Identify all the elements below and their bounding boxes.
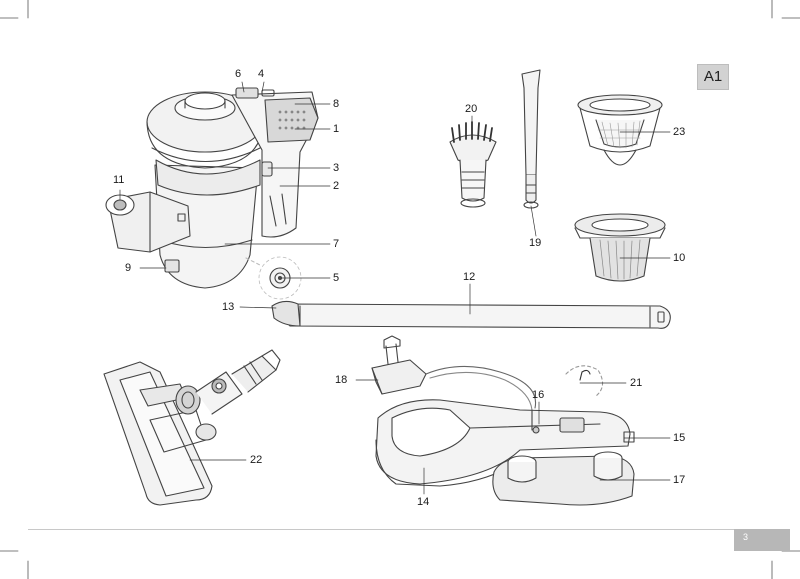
charging-base-drawing <box>371 335 635 506</box>
callout-6: 6 <box>235 68 242 80</box>
extension-tube-drawing <box>271 300 671 329</box>
callout-8: 8 <box>333 98 340 110</box>
callout-12: 12 <box>463 271 476 283</box>
filter-23-drawing <box>577 94 663 166</box>
callout-1: 1 <box>333 123 340 135</box>
callout-9: 9 <box>125 262 132 274</box>
callout-10: 10 <box>673 252 686 264</box>
callout-21: 21 <box>630 377 643 389</box>
callout-7: 7 <box>333 238 340 250</box>
callout-22: 22 <box>250 454 263 466</box>
section-tag: A1 <box>697 64 729 90</box>
callout-15: 15 <box>673 432 686 444</box>
callout-23: 23 <box>673 126 686 138</box>
callout-11: 11 <box>113 174 125 186</box>
callout-5: 5 <box>333 272 340 284</box>
footer-rule <box>28 529 734 530</box>
leader-lines <box>119 81 671 495</box>
callout-20: 20 <box>465 103 478 115</box>
handheld-unit-drawing <box>105 87 319 300</box>
callout-16: 16 <box>532 389 545 401</box>
callout-4: 4 <box>258 68 265 80</box>
callout-13: 13 <box>222 301 235 313</box>
callout-14: 14 <box>417 496 430 508</box>
filter-10-drawing <box>574 213 666 282</box>
callout-2: 2 <box>333 180 340 192</box>
crevice-tool-drawing <box>521 69 541 209</box>
page-number: 3 <box>734 529 790 551</box>
brush-tool-drawing <box>449 121 497 208</box>
callout-17: 17 <box>673 474 686 486</box>
callout-3: 3 <box>333 162 340 174</box>
callout-19: 19 <box>529 237 542 249</box>
floor-brush-drawing <box>103 349 281 506</box>
callout-18: 18 <box>335 374 348 386</box>
